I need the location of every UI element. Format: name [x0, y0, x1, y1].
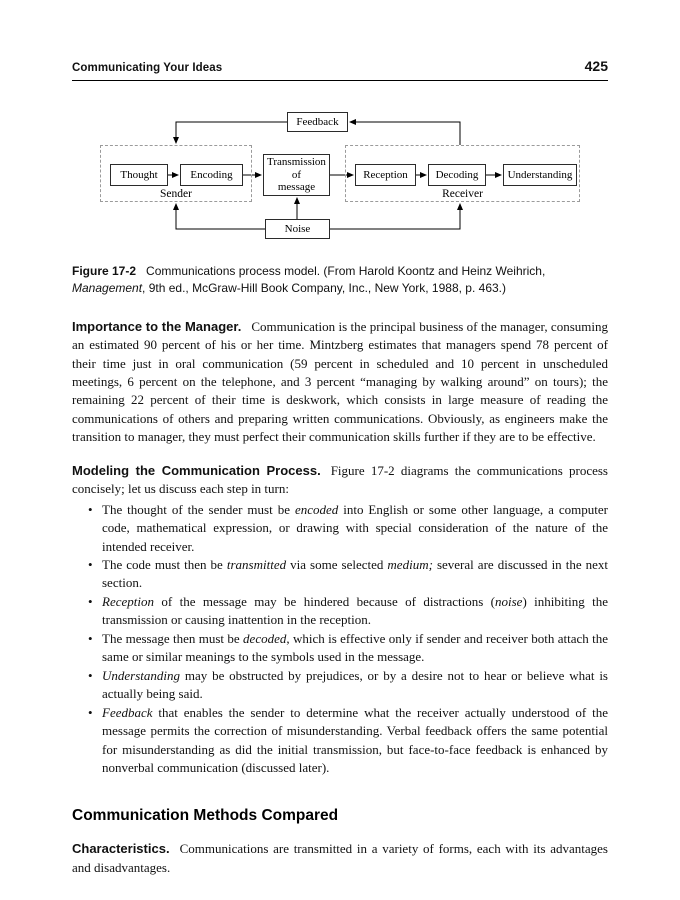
- list-item-text: Understanding may be obstructed by preju…: [102, 667, 608, 702]
- feedback-box: Feedback: [287, 112, 348, 132]
- bullet-icon: •: [88, 557, 93, 573]
- understanding-box: Understanding: [503, 164, 577, 186]
- section-heading-importance: Importance to the Manager.: [72, 318, 242, 334]
- section-heading-characteristics: Characteristics.: [72, 841, 170, 857]
- bullet-icon: •: [88, 630, 93, 646]
- header-rule: [72, 80, 608, 81]
- paragraph-importance: Importance to the Manager.Communication …: [72, 318, 608, 447]
- paragraph-modeling-text: Figure 17-2 diagrams the communications …: [72, 462, 608, 497]
- list-item: • Feedback that enables the sender to det…: [88, 704, 608, 778]
- receiver-group: Receiver: [345, 145, 580, 202]
- list-item-text: The message then must be decoded, which …: [102, 630, 608, 665]
- process-steps-list: • The thought of the sender must be encod…: [72, 501, 608, 778]
- paragraph-modeling: Modeling the Communication Process.Figur…: [72, 462, 608, 499]
- list-item-text: The code must then be transmitted via so…: [102, 557, 609, 591]
- decoding-box: Decoding: [428, 164, 486, 186]
- section-heading-modeling: Modeling the Communication Process.: [72, 462, 321, 478]
- list-item-text: Feedback that enables the sender to dete…: [102, 704, 608, 776]
- paragraph-characteristics-text: Communications are transmitted in a vari…: [72, 841, 608, 875]
- list-item-text: The thought of the sender must be encode…: [102, 501, 608, 554]
- list-item-text: Reception of the message may be hindered…: [102, 593, 608, 628]
- list-item: • The code must then be transmitted via s…: [88, 556, 609, 593]
- list-item: • The message then must be decoded, which…: [88, 630, 608, 667]
- sender-group-label: Sender: [160, 188, 192, 200]
- section-heading-methods-compared: Communication Methods Compared: [72, 807, 339, 825]
- bullet-icon: •: [88, 501, 93, 517]
- running-header-title: Communicating Your Ideas: [72, 62, 223, 74]
- list-item: • The thought of the sender must be encod…: [88, 501, 608, 556]
- receiver-group-label: Receiver: [442, 188, 483, 200]
- bullet-icon: •: [88, 667, 93, 683]
- running-header: Communicating Your Ideas 425: [72, 58, 608, 74]
- list-item: • Understanding may be obstructed by prej…: [88, 667, 608, 704]
- transmission-box: Transmission of message: [263, 154, 330, 196]
- figure-17-2: Sender Receiver Feedback Thought Encodin…: [72, 107, 608, 297]
- noise-box: Noise: [265, 219, 330, 239]
- list-item: • Reception of the message may be hindere…: [88, 593, 608, 630]
- reception-box: Reception: [355, 164, 416, 186]
- bullet-icon: •: [88, 593, 93, 609]
- encoding-box: Encoding: [180, 164, 243, 186]
- page-number: 425: [584, 58, 608, 74]
- diagram-arrows: [168, 119, 502, 230]
- communication-process-diagram: Sender Receiver Feedback Thought Encodin…: [72, 107, 608, 247]
- paragraph-characteristics: Characteristics.Communications are trans…: [72, 840, 608, 877]
- sender-group: Sender: [100, 145, 252, 202]
- bullet-icon: •: [88, 704, 93, 720]
- paragraph-importance-text: Communication is the principal business …: [72, 318, 608, 445]
- thought-box: Thought: [110, 164, 168, 186]
